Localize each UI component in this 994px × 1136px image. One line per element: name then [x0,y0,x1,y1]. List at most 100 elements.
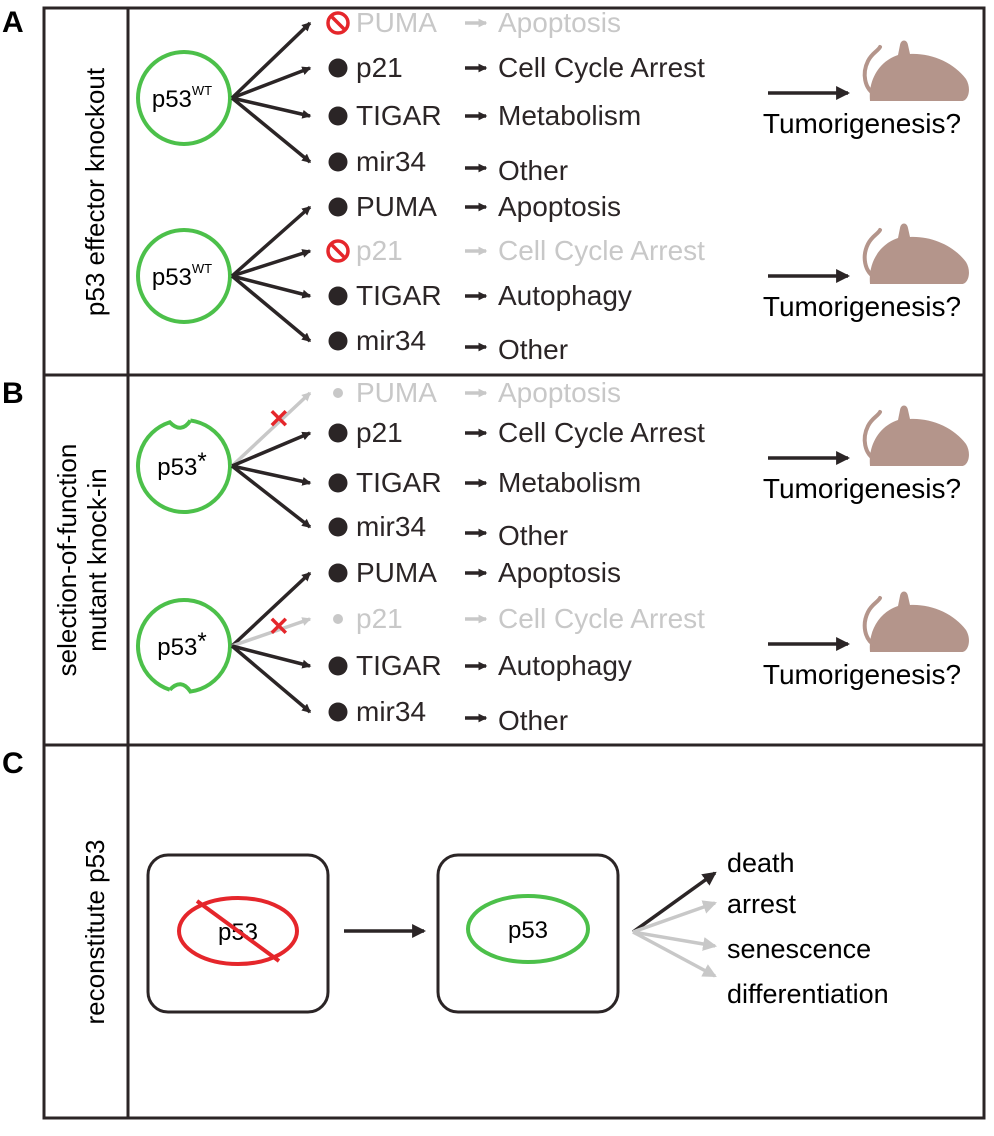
outcome-label: Other [498,334,568,365]
outcome-label: Other [498,705,568,736]
p53-label-main: p53 [157,634,197,661]
gene-row-tigar: TIGAR Metabolism [232,466,641,498]
p53-label-main: p53 [152,86,192,113]
gene-dot [329,287,348,306]
outcome-label: Autophagy [498,280,632,311]
gene-dot [329,332,348,351]
p53-label-superscript: * [197,628,206,655]
gene-dot [329,107,348,126]
gene-dot [329,153,348,172]
mouse-body [870,592,969,653]
p53-label: p53WT [152,83,212,113]
gene-dot-inactive [333,614,343,624]
p53-strike-line [197,901,279,961]
outcome-label: Cell Cycle Arrest [498,52,705,83]
gene-dot [329,703,348,722]
gene-row-p21: p21 Cell Cycle Arrest [232,52,705,98]
p53-label-main: p53 [157,454,197,481]
p53-restored-label: p53 [508,917,548,944]
panel-b-side-label-line-1: selection-of-function [52,444,82,677]
p53-label: p53* [157,628,206,661]
p53-label: p53WT [152,261,212,291]
gene-dot-inactive [333,388,343,398]
gene-dot [329,564,348,583]
fan-arrow [232,393,310,466]
outcome-fan-arrow [633,873,715,932]
panel-b-row-2: p53* PUMA Apoptosis p21 Cell Cycle ArrestTIG… [138,557,969,736]
mouse-icon [865,592,969,653]
gene-row-tigar: TIGAR Autophagy [232,646,632,681]
mouse-body [870,406,969,467]
outcome-label: Cell Cycle Arrest [498,603,705,634]
gene-dot [329,657,348,676]
knockout-prohibited-icon [328,13,348,33]
gene-dot [329,474,348,493]
gene-label: mir34 [356,146,426,177]
outcome-differentiation: differentiation [727,979,889,1009]
fan-arrow [232,207,310,276]
mouse-icon [865,224,969,285]
outcome-label: Autophagy [498,650,632,681]
tumorigenesis-label: Tumorigenesis? [763,291,961,322]
panel-a-letter: A [2,6,24,39]
panel-a-row-1: p53WT PUMA Apoptosis p21 Cell Cycle ArrestTI… [138,7,969,186]
outcome-death: death [727,848,795,878]
panel-a-side-label: p53 effector knockout [80,67,110,316]
p53-label-superscript: * [197,448,206,475]
knockout-prohibited-icon [328,241,348,261]
gene-label: PUMA [356,7,437,38]
gene-row-tigar: TIGAR Autophagy [232,276,632,311]
mouse-body [870,41,969,102]
outcome-arrest: arrest [727,889,797,919]
tumorigenesis-label: Tumorigenesis? [763,108,961,139]
panel-c-side-label: reconstitute p53 [80,839,110,1024]
outcome-label: Other [498,520,568,551]
outcome-label: Apoptosis [498,377,621,408]
gene-label: TIGAR [356,280,442,311]
gene-label: mir34 [356,325,426,356]
p53-label-main: p53 [152,264,192,291]
gene-label: TIGAR [356,100,442,131]
gene-label: mir34 [356,696,426,727]
gene-label: p21 [356,417,403,448]
fan-arrow [232,68,310,98]
tumorigenesis-label: Tumorigenesis? [763,473,961,504]
outcome-label: Apoptosis [498,7,621,38]
panel-c-letter: C [2,747,24,780]
gene-label: TIGAR [356,650,442,681]
outcome-label: Metabolism [498,100,641,131]
outcome-label: Other [498,155,568,186]
gene-label: PUMA [356,557,437,588]
fan-arrow [232,573,310,646]
effector-rows: p53WTPUMAApoptosisp21Cell Cycle ArrestTI… [138,7,969,736]
gene-dot [329,59,348,78]
gene-row-p21: p21 Cell Cycle Arrest [232,417,705,466]
mouse-icon [865,41,969,102]
mouse-body [870,224,969,285]
gene-label: p21 [356,603,403,634]
p53-label-superscript: WT [192,83,212,98]
outcome-label: Cell Cycle Arrest [498,417,705,448]
gene-dot [329,518,348,537]
gene-label: TIGAR [356,467,442,498]
outcome-label: Metabolism [498,467,641,498]
gene-label: mir34 [356,511,426,542]
tumorigenesis-label: Tumorigenesis? [763,659,961,690]
fan-arrow [232,619,310,646]
panel-c-reconstitute: p53 p53 deatharrestsenescencedifferentia… [148,848,889,1012]
mouse-icon [865,406,969,467]
p53-label-superscript: WT [192,261,212,276]
panel-b-side-label-line-2: mutant knock-in [82,468,112,652]
outcome-label: Cell Cycle Arrest [498,235,705,266]
outcome-label: Apoptosis [498,557,621,588]
gene-label: PUMA [356,377,437,408]
gene-row-tigar: TIGAR Metabolism [232,98,641,131]
gene-label: p21 [356,52,403,83]
fan-arrow [232,23,310,98]
outcome-label: Apoptosis [498,191,621,222]
gene-label: PUMA [356,191,437,222]
